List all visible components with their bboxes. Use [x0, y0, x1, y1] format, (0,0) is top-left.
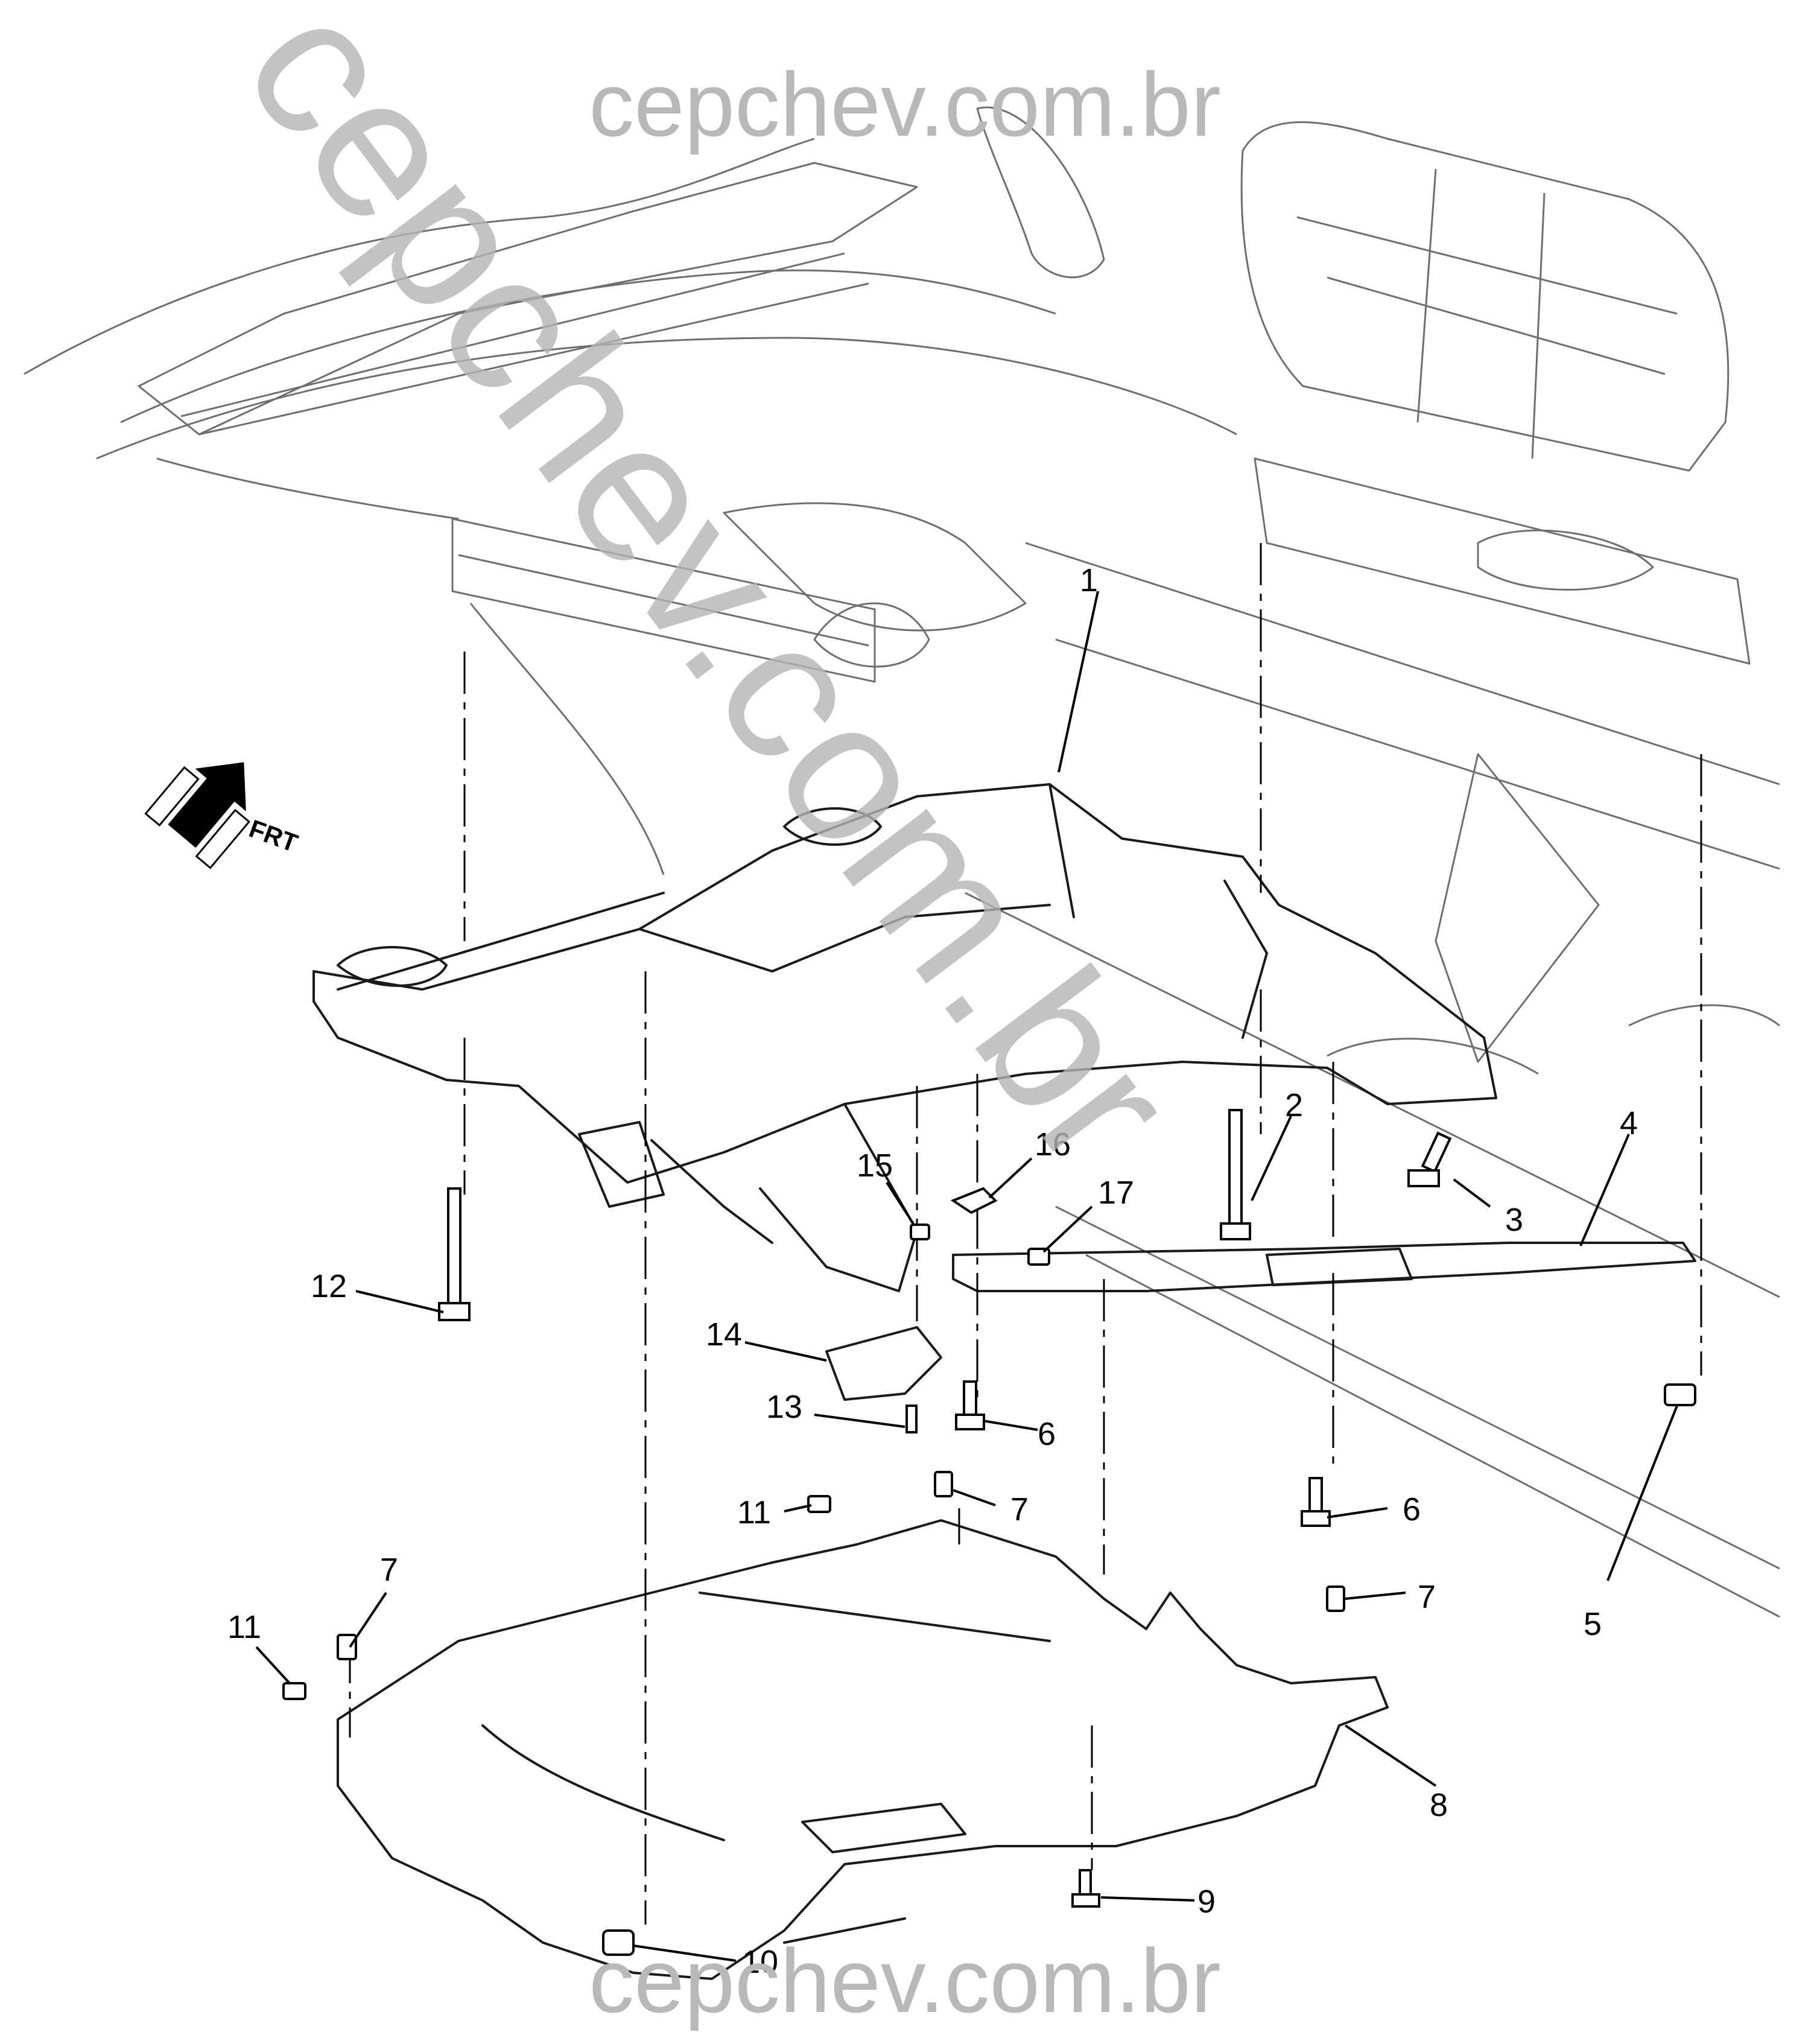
- transmission-support-crossmember: [952, 1242, 1696, 1292]
- callout-6-left: 6: [1038, 1416, 1056, 1452]
- callout-1: 1: [1080, 562, 1098, 598]
- leader-lines: [255, 591, 1678, 1962]
- callout-labels: 1 2 3 4 5 6 6 7 7 7 8 9 10 11 11 12 13 1…: [227, 562, 1638, 1980]
- callout-7-c: 7: [380, 1552, 398, 1588]
- bolt-9-icon: [1071, 1869, 1100, 1908]
- watermark-top: cepchev.com.br: [589, 54, 1221, 155]
- clip-7-a-icon: [934, 1471, 953, 1497]
- callout-16: 16: [1035, 1126, 1071, 1163]
- nut-10-icon: [602, 1929, 635, 1956]
- callout-12: 12: [311, 1268, 347, 1304]
- transmission-mount-bracket: [825, 1326, 942, 1401]
- callout-6-right: 6: [1403, 1491, 1421, 1528]
- callout-5: 5: [1584, 1606, 1602, 1642]
- callout-2: 2: [1285, 1087, 1303, 1123]
- hardware: [282, 1109, 1696, 1956]
- wheelhouse-right: [1240, 121, 1751, 665]
- callout-11-b: 11: [227, 1609, 261, 1645]
- bolt-6-right-icon: [1301, 1477, 1331, 1527]
- callout-14: 14: [706, 1316, 742, 1353]
- bolt-long-12-icon: [438, 1187, 471, 1321]
- watermark-bottom: cepchev.com.br: [589, 1930, 1221, 2031]
- bolt-6-left-icon: [955, 1380, 985, 1430]
- bolt-13-icon: [905, 1404, 918, 1433]
- nut-5-icon: [1664, 1383, 1696, 1406]
- callout-3: 3: [1505, 1202, 1523, 1238]
- front-suspension-frame: [312, 783, 1497, 1292]
- callout-7-a: 7: [1010, 1491, 1029, 1528]
- engine-splash-shield: [337, 1519, 1389, 1980]
- retainer-16-icon: [950, 1187, 998, 1214]
- clip-17-icon: [1027, 1248, 1050, 1266]
- front-direction-indicator: FRT: [144, 762, 302, 869]
- callout-10: 10: [742, 1944, 778, 1980]
- watermark-diagonal: cepchev.com.br: [203, 0, 1219, 1206]
- callout-13: 13: [766, 1389, 802, 1425]
- clip-11-b-icon: [282, 1682, 306, 1700]
- callout-8: 8: [1430, 1787, 1448, 1823]
- bolt-3-icon: [1407, 1131, 1452, 1187]
- callout-15: 15: [857, 1147, 893, 1184]
- watermarks: cepchev.com.br cepchev.com.br cepchev.co…: [203, 0, 1221, 2031]
- callout-9: 9: [1197, 1884, 1216, 1920]
- clip-11-a-icon: [807, 1495, 831, 1513]
- front-bumper-fascia: [24, 106, 1237, 520]
- retainer-15-icon: [910, 1224, 930, 1240]
- frame-rail-left: [451, 502, 1027, 875]
- bolt-long-2-icon: [1220, 1109, 1251, 1240]
- front-direction-label: FRT: [246, 814, 302, 857]
- callout-17: 17: [1098, 1175, 1134, 1211]
- clip-7-c-icon: [337, 1634, 357, 1660]
- front-arrow-icon: [144, 762, 251, 869]
- callout-7-b: 7: [1418, 1579, 1436, 1615]
- alignment-lines: [349, 543, 1702, 1925]
- clip-7-b-icon: [1326, 1585, 1345, 1612]
- callout-4: 4: [1620, 1105, 1638, 1141]
- callout-11-a: 11: [737, 1494, 771, 1531]
